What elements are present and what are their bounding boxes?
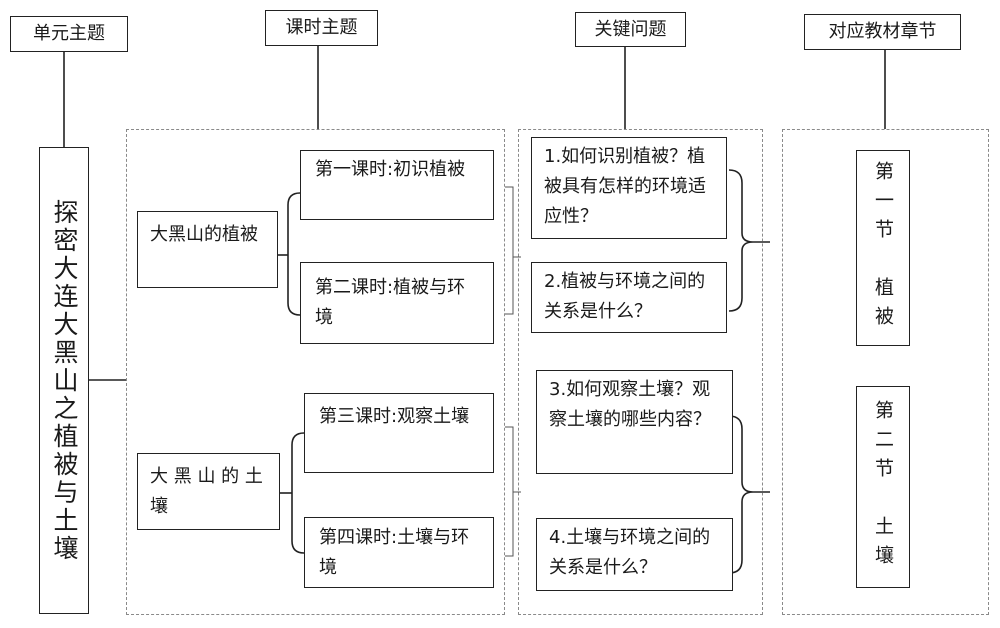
question-3: 3.如何观察土壤？观察土壤的哪些内容？ <box>536 370 733 474</box>
lesson-4: 第四课时:土壤与环境 <box>304 517 494 588</box>
question-4: 4.土壤与环境之间的关系是什么？ <box>536 518 733 591</box>
header-key-question: 关键问题 <box>575 12 686 47</box>
lesson-group-frame <box>126 129 505 615</box>
header-lesson-theme: 课时主题 <box>265 10 378 46</box>
lesson-3: 第三课时:观察土壤 <box>304 393 494 473</box>
topic-vegetation: 大黑山的植被 <box>137 211 278 288</box>
topic-soil: 大 黑 山 的 土 壤 <box>137 453 280 530</box>
question-group-frame <box>518 129 763 615</box>
lesson-1: 第一课时:初识植被 <box>300 150 494 220</box>
question-2: 2.植被与环境之间的关系是什么？ <box>531 262 727 333</box>
header-textbook-chapter: 对应教材章节 <box>804 14 961 50</box>
lesson-2: 第二课时:植被与环境 <box>300 262 494 344</box>
unit-title: 探密大连大黑山之植被与土壤 <box>39 147 89 614</box>
chapter-2: 第二节 土壤 <box>856 386 910 588</box>
header-unit-theme: 单元主题 <box>10 16 128 52</box>
question-1: 1.如何识别植被？植被具有怎样的环境适应性？ <box>531 137 727 239</box>
chapter-1: 第一节 植被 <box>856 150 910 346</box>
chapter-group-frame <box>782 129 989 615</box>
